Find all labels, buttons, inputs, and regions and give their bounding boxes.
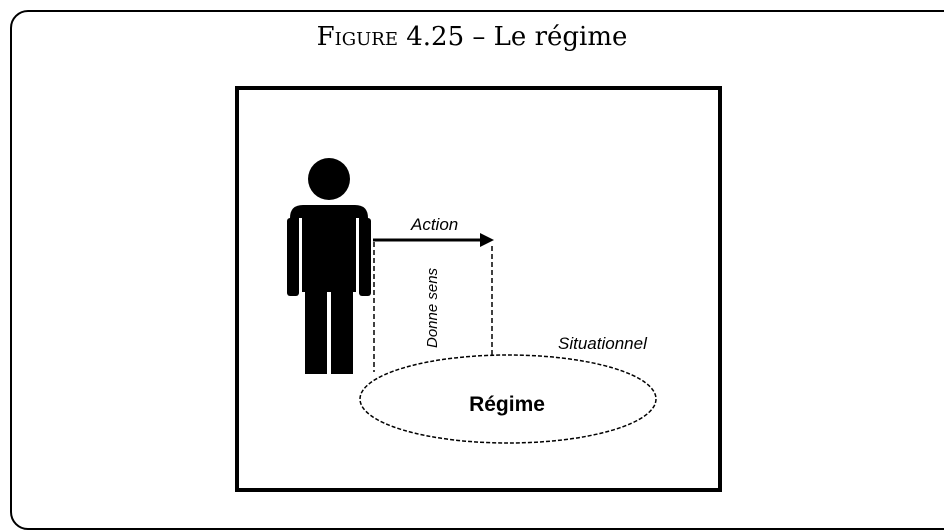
regime-label: Régime [469, 393, 545, 416]
person-icon-gaps [299, 218, 359, 374]
donne-sens-label: Donne sens [424, 267, 441, 348]
action-label: Action [410, 215, 458, 234]
action-arrow [373, 233, 494, 247]
situationnel-label: Situationnel [558, 334, 648, 353]
figure-caption-text: 4.25 – Le régime [397, 22, 628, 52]
figure-caption: Figure 4.25 – Le régime [0, 22, 944, 52]
regime-diagram: Action Donne sens Situationnel Régime [287, 158, 657, 444]
regime-ellipse [359, 354, 657, 444]
diagram-frame [235, 86, 722, 492]
figure-caption-prefix: Figure [316, 22, 398, 52]
person-icon [287, 158, 371, 374]
